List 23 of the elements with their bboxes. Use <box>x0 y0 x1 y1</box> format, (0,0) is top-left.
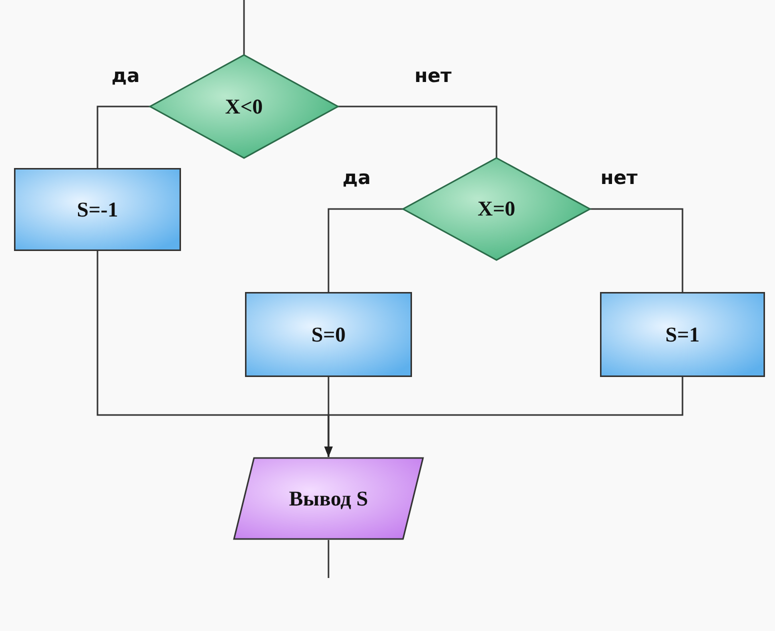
node-label: Вывод S <box>288 486 368 511</box>
edge-label: нет <box>414 64 452 86</box>
process-box <box>14 168 181 251</box>
connector-line <box>96 106 150 168</box>
connector-line <box>338 106 498 158</box>
connector-line <box>324 377 684 457</box>
node-label: X<0 <box>225 94 263 119</box>
output-parallelogram <box>234 457 423 540</box>
process-box <box>245 292 412 377</box>
process-box <box>600 292 765 377</box>
decision-diamond <box>403 158 590 260</box>
connector-line <box>328 540 330 578</box>
edge-label: да <box>342 167 371 189</box>
node-label: S=0 <box>311 322 346 347</box>
connector-line <box>328 208 403 292</box>
connector-line <box>590 208 684 292</box>
edge-label: да <box>112 64 140 86</box>
node-label: X=0 <box>478 196 516 222</box>
connector-line <box>243 0 245 55</box>
node-label: S=-1 <box>76 197 118 222</box>
edge-label: нет <box>600 167 638 189</box>
node-label: S=1 <box>665 322 700 347</box>
decision-diamond <box>150 55 338 158</box>
